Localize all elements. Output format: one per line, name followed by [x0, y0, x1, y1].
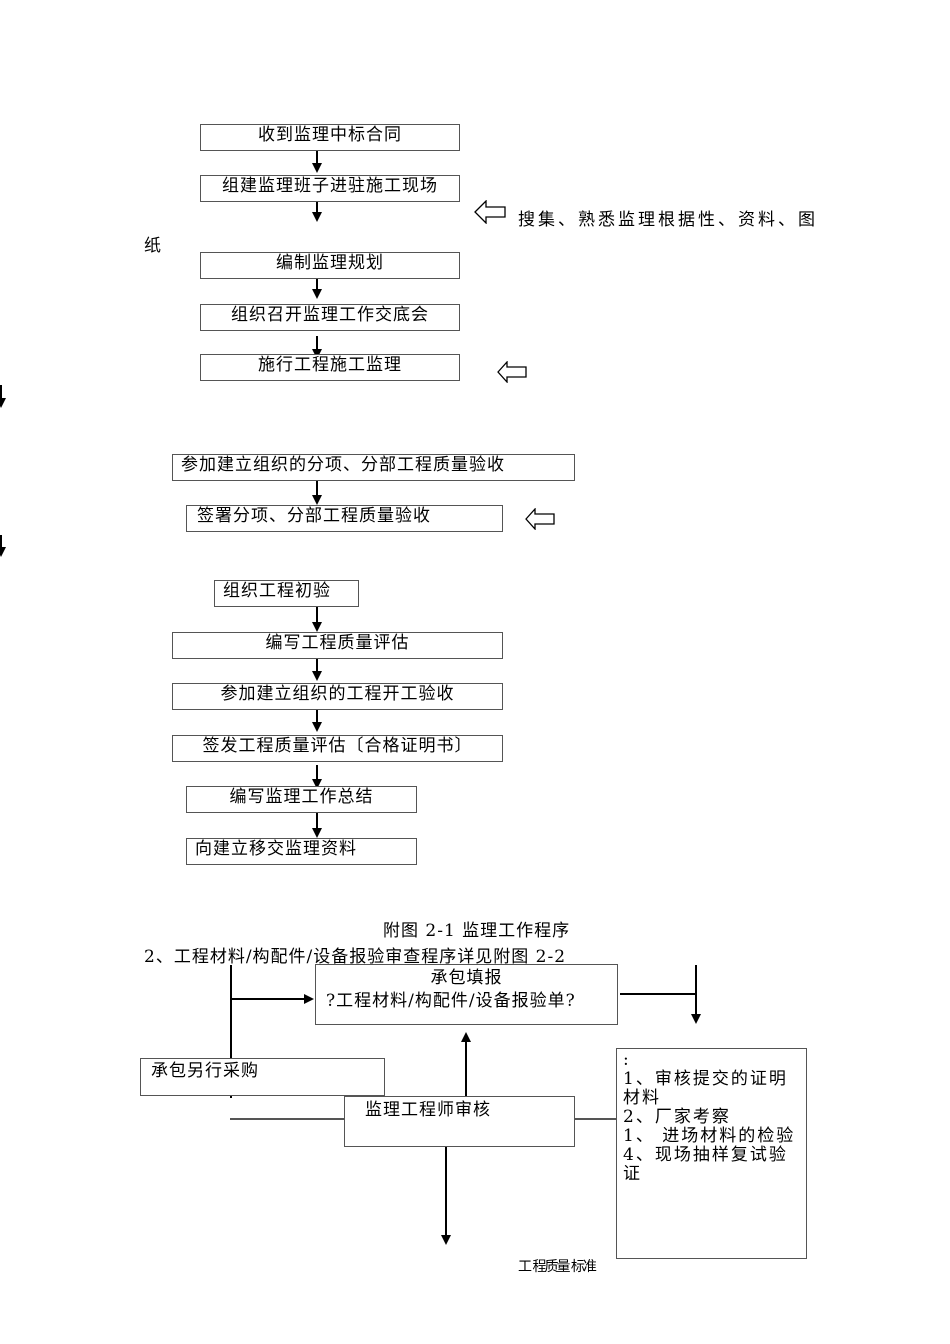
connector — [316, 813, 318, 829]
step-label: 组建监理班子进驻施工现场 — [222, 176, 438, 196]
step-supervision-plan: 编制监理规划 — [200, 252, 460, 279]
step-completion-acceptance: 参加建立组织的工程开工验收 — [172, 683, 503, 710]
connector — [316, 607, 318, 625]
step-label: 签发工程质量评估〔合格证明书〕 — [202, 736, 473, 756]
review-items-box: : 1、审核提交的证明 材料 2、厂家考察 1、 进场材料的检验 4、现场抽样复… — [616, 1048, 807, 1259]
down-arrow-icon — [312, 671, 322, 681]
connector — [695, 965, 697, 1015]
step-issue-certificate: 签发工程质量评估〔合格证明书〕 — [172, 735, 503, 762]
connector — [445, 1147, 447, 1237]
connector — [316, 659, 318, 673]
down-arrow-icon — [691, 1014, 701, 1024]
hollow-left-arrow-icon — [497, 361, 527, 383]
step-label: 收到监理中标合同 — [258, 125, 402, 145]
step-label: 向建立移交监理资料 — [195, 839, 357, 859]
down-arrow-icon — [441, 1235, 451, 1245]
box-title: 承包填报 — [430, 968, 503, 988]
connector — [316, 336, 318, 350]
contractor-fill-form-box: 承包填报 ?工程材料/构配件/设备报验单? — [315, 964, 618, 1025]
step-label: 签署分项、分部工程质量验收 — [197, 506, 431, 526]
connector — [575, 1118, 617, 1120]
review-item: 证 — [623, 1164, 642, 1184]
connector — [0, 385, 2, 399]
step-label: 参加建立组织的分项、分部工程质量验收 — [181, 455, 505, 475]
step-briefing-meeting: 组织召开监理工作交底会 — [200, 304, 460, 331]
connector — [230, 1118, 345, 1120]
down-arrow-icon — [312, 622, 322, 632]
down-arrow-icon — [312, 212, 322, 222]
step-initial-inspection: 组织工程初验 — [214, 580, 359, 607]
contractor-repurchase-box: 承包另行采购 — [140, 1058, 385, 1096]
step-join-sub-acceptance: 参加建立组织的分项、分部工程质量验收 — [172, 454, 575, 481]
step-work-summary: 编写监理工作总结 — [186, 786, 417, 813]
section-heading: 2、工程材料/构配件/设备报验审查程序详见附图 2-2 — [144, 947, 567, 967]
review-item: 1、审核提交的证明 — [623, 1069, 788, 1089]
review-item: 1、 进场材料的检验 — [623, 1126, 796, 1146]
review-item: 2、厂家考察 — [623, 1107, 731, 1127]
connector — [316, 202, 318, 214]
connector — [316, 710, 318, 724]
right-arrow-icon — [304, 994, 314, 1004]
step-quality-assessment: 编写工程质量评估 — [172, 632, 503, 659]
step-label: 施行工程施工监理 — [258, 355, 402, 375]
step-label: 参加建立组织的工程开工验收 — [220, 684, 455, 704]
step-label: 组织工程初验 — [223, 581, 331, 601]
engineer-review-box: 监理工程师审核 — [344, 1096, 575, 1147]
hollow-left-arrow-icon — [525, 508, 555, 530]
down-arrow-icon — [312, 828, 322, 838]
box-label: 承包另行采购 — [151, 1061, 259, 1081]
review-item: 材料 — [623, 1088, 661, 1108]
down-arrow-icon — [312, 722, 322, 732]
connector — [316, 279, 318, 291]
down-arrow-icon — [0, 547, 6, 557]
connector — [620, 993, 695, 995]
down-arrow-icon — [312, 289, 322, 299]
box-label: 监理工程师审核 — [365, 1100, 491, 1120]
connector — [230, 965, 232, 1098]
up-arrow-icon — [461, 1032, 471, 1042]
step-label: 编写监理工作总结 — [229, 787, 374, 807]
box-subtitle: ?工程材料/构配件/设备报验单? — [326, 991, 576, 1012]
step-handover-materials: 向建立移交监理资料 — [186, 838, 417, 865]
footer-overlapping-text: 工 程质量 标准 — [518, 1259, 597, 1275]
connector — [0, 535, 2, 549]
hollow-left-arrow-icon — [474, 200, 506, 224]
connector — [316, 765, 318, 781]
figure-caption: 附图 2-1 监理工作程序 — [383, 921, 571, 941]
side-note-collect-materials: 搜集、熟悉监理根据性、资料、图 — [518, 210, 818, 230]
connector — [316, 151, 318, 165]
step-label: 组织召开监理工作交底会 — [231, 305, 429, 325]
step-receive-contract: 收到监理中标合同 — [200, 124, 460, 151]
review-item: : — [623, 1050, 631, 1070]
step-form-team: 组建监理班子进驻施工现场 — [200, 175, 460, 202]
step-construction-supervision: 施行工程施工监理 — [200, 354, 460, 381]
down-arrow-icon — [0, 398, 6, 408]
connector — [465, 1042, 467, 1097]
down-arrow-icon — [312, 495, 322, 505]
down-arrow-icon — [312, 779, 322, 789]
side-note-continued: 纸 — [144, 236, 162, 256]
review-item: 4、现场抽样复试验 — [623, 1145, 788, 1165]
step-label: 编制监理规划 — [276, 253, 384, 273]
connector — [316, 481, 318, 497]
step-label: 编写工程质量评估 — [265, 633, 410, 653]
down-arrow-icon — [312, 163, 322, 173]
step-sign-sub-acceptance: 签署分项、分部工程质量验收 — [186, 505, 503, 532]
connector — [230, 998, 305, 1000]
